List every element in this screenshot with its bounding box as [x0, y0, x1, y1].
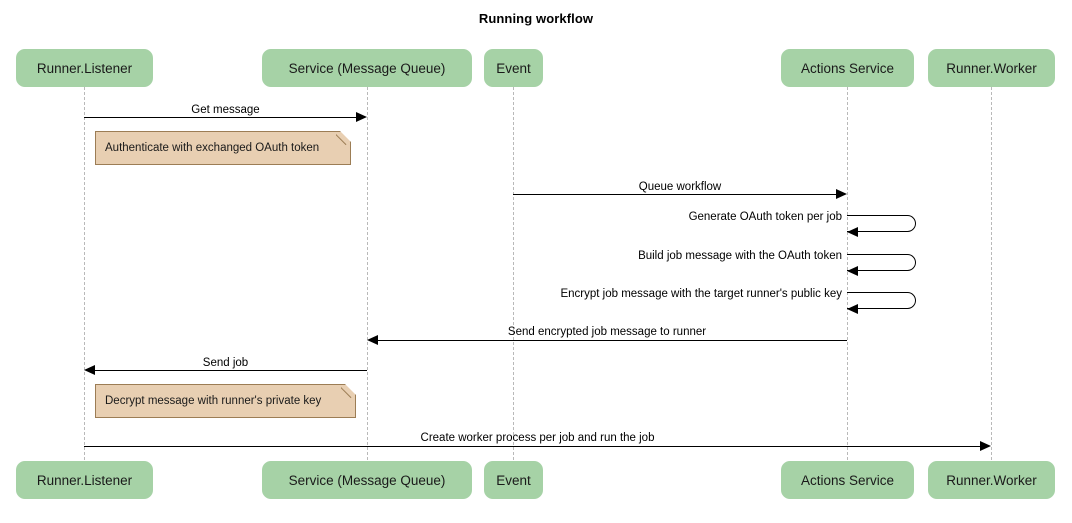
- message-arrow-send-encrypted-job-message: [378, 340, 847, 341]
- message-label-build-job-message: Build job message with the OAuth token: [638, 250, 842, 262]
- participant-runner-worker-top[interactable]: Runner.Worker: [928, 49, 1055, 87]
- message-label-send-encrypted-job-message: Send encrypted job message to runner: [507, 326, 707, 338]
- arrow-head-left: [847, 304, 858, 314]
- participant-label: Runner.Worker: [946, 472, 1037, 488]
- note-fold-edge-icon: [336, 131, 351, 146]
- participant-service-message-queue-top[interactable]: Service (Message Queue): [262, 49, 472, 87]
- note-decrypt-private-key: Decrypt message with runner's private ke…: [95, 384, 356, 418]
- message-arrow-send-job: [95, 370, 367, 371]
- note-fold-edge-icon: [341, 384, 356, 399]
- note-text: Authenticate with exchanged OAuth token: [105, 142, 320, 154]
- note-authenticate-oauth: Authenticate with exchanged OAuth token: [95, 131, 351, 165]
- arrow-head-left: [847, 227, 858, 237]
- message-label-encrypt-job-message: Encrypt job message with the target runn…: [560, 288, 842, 300]
- participant-service-message-queue-bottom[interactable]: Service (Message Queue): [262, 461, 472, 499]
- message-label-queue-workflow: Queue workflow: [638, 181, 722, 193]
- message-arrow-queue-workflow: [513, 194, 836, 195]
- participant-label: Runner.Listener: [36, 472, 133, 488]
- arrow-head-right: [980, 441, 991, 451]
- participant-label: Service (Message Queue): [288, 60, 446, 76]
- message-arrow-get-message: [84, 117, 356, 118]
- participant-label: Runner.Worker: [946, 60, 1037, 76]
- participant-event-bottom[interactable]: Event: [484, 461, 543, 499]
- arrow-head-right: [836, 189, 847, 199]
- note-text: Decrypt message with runner's private ke…: [105, 395, 322, 407]
- lifeline-event: [513, 87, 514, 460]
- arrow-head-left: [367, 335, 378, 345]
- message-label-create-worker-process: Create worker process per job and run th…: [420, 432, 655, 444]
- lifeline-service-message-queue: [367, 87, 368, 460]
- participant-label: Event: [496, 472, 531, 488]
- participant-runner-worker-bottom[interactable]: Runner.Worker: [928, 461, 1055, 499]
- arrow-head-left: [847, 266, 858, 276]
- page-title: Running workflow: [478, 11, 594, 26]
- message-label-get-message: Get message: [191, 104, 260, 116]
- self-message-loop-build-job-message: [847, 254, 916, 271]
- lifeline-runner-worker: [991, 87, 992, 460]
- participant-event-top[interactable]: Event: [484, 49, 543, 87]
- message-label-generate-oauth-token: Generate OAuth token per job: [688, 211, 842, 223]
- self-message-loop-generate-token: [847, 215, 916, 232]
- arrow-head-left: [84, 365, 95, 375]
- participant-actions-service-bottom[interactable]: Actions Service: [781, 461, 914, 499]
- self-message-loop-encrypt-job-message: [847, 292, 916, 309]
- participant-label: Event: [496, 60, 531, 76]
- participant-label: Runner.Listener: [36, 60, 133, 76]
- lifeline-runner-listener: [84, 87, 85, 460]
- participant-label: Actions Service: [800, 60, 895, 76]
- participant-runner-listener-top[interactable]: Runner.Listener: [16, 49, 153, 87]
- participant-actions-service-top[interactable]: Actions Service: [781, 49, 914, 87]
- message-label-send-job: Send job: [202, 357, 249, 369]
- arrow-head-right: [356, 112, 367, 122]
- message-arrow-create-worker-process: [84, 446, 980, 447]
- participant-label: Service (Message Queue): [288, 472, 446, 488]
- participant-runner-listener-bottom[interactable]: Runner.Listener: [16, 461, 153, 499]
- participant-label: Actions Service: [800, 472, 895, 488]
